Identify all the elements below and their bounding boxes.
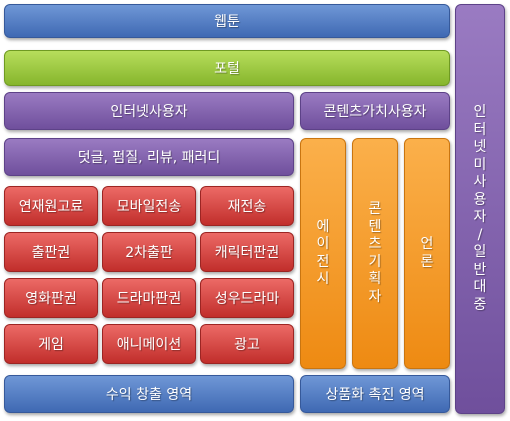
press-column: 언론언론: [404, 138, 450, 369]
revenue-area-bar: 수익 창출 영역: [4, 375, 294, 413]
grid-cell-label: 재전송: [227, 199, 267, 215]
general-public-char: 자: [473, 209, 487, 225]
general-public-char: 미: [473, 156, 487, 173]
grid-cell-label: 드라마판권: [116, 291, 182, 307]
grid-cell: 연재원고료: [4, 186, 98, 226]
revenue-area-label: 수익 창출 영역: [105, 387, 193, 403]
promotion-area-bar: 상품화 촉진 영역: [300, 375, 450, 413]
agency-char: 전: [316, 253, 330, 270]
general-public-char: 사: [473, 174, 487, 190]
webtoon-bar: 웹툰: [4, 4, 450, 38]
grid-cell-label: 게임: [38, 337, 64, 353]
comments-label: 덧글, 펌질, 리뷰, 패러디: [77, 150, 221, 166]
content-planner-char: 츠: [368, 236, 382, 252]
internet-users-label: 인터넷사용자: [110, 104, 188, 120]
grid-cell-label: 애니메이션: [116, 337, 182, 353]
general-public-char: 일: [473, 244, 487, 260]
grid-cell-label: 성우드라마: [214, 291, 280, 307]
grid-cell: 재전송: [200, 186, 294, 226]
general-public-char: 인: [473, 104, 487, 120]
general-public-char: /: [477, 226, 483, 243]
grid-cell-label: 모바일전송: [116, 199, 182, 215]
general-public-char: 터: [473, 121, 487, 138]
grid-cell: 캐릭터판권: [200, 232, 294, 272]
grid-cell-label: 출판권: [31, 245, 71, 261]
agency-char: 시: [316, 271, 330, 287]
comments-bar: 덧글, 펌질, 리뷰, 패러디: [4, 138, 294, 176]
internet-users-bar: 인터넷사용자: [4, 92, 294, 130]
content-planner-char: 획: [368, 271, 382, 287]
agency-char: 에: [316, 218, 330, 235]
grid-cell: 모바일전송: [102, 186, 196, 226]
grid-cell: 2차출판: [102, 232, 196, 272]
portal-label: 포털: [214, 61, 240, 77]
content-value-users-label: 콘텐츠가치사용자: [323, 104, 427, 120]
grid-cell-label: 영화판권: [25, 291, 77, 307]
grid-cell: 광고: [200, 324, 294, 364]
grid-cell-label: 2차출판: [125, 245, 173, 261]
content-value-users-bar: 콘텐츠가치사용자: [300, 92, 450, 130]
grid-cell-label: 연재원고료: [18, 199, 84, 215]
agency-char: 이: [316, 236, 330, 252]
content-planner-char: 자: [368, 288, 382, 305]
general-public-char: 넷: [473, 139, 487, 155]
agency-column: 에이전시에이전시: [300, 138, 346, 369]
grid-cell: 출판권: [4, 232, 98, 272]
content-planner-char: 콘: [368, 201, 382, 217]
grid-cell-label: 광고: [234, 337, 260, 353]
grid-cell: 성우드라마: [200, 278, 294, 318]
grid-cell: 애니메이션: [102, 324, 196, 364]
general-public-char: 반: [473, 261, 487, 278]
general-public-char: 중: [473, 296, 487, 313]
portal-bar: 포털: [4, 50, 450, 86]
grid-cell: 드라마판권: [102, 278, 196, 318]
content-planner-char: 텐: [368, 218, 382, 235]
promotion-area-label: 상품화 촉진 영역: [325, 387, 425, 403]
webtoon-label: 웹툰: [214, 14, 240, 30]
press-char: 론: [420, 253, 434, 270]
grid-cell-label: 캐릭터판권: [214, 245, 280, 261]
general-public-char: 용: [473, 191, 487, 208]
content-planner-char: 기: [368, 253, 382, 270]
grid-cell: 게임: [4, 324, 98, 364]
content-planner-column: 콘텐츠기획자콘텐츠기획자: [352, 138, 398, 369]
grid-cell: 영화판권: [4, 278, 98, 318]
general-public-char: 대: [473, 279, 487, 295]
press-char: 언: [420, 236, 434, 252]
